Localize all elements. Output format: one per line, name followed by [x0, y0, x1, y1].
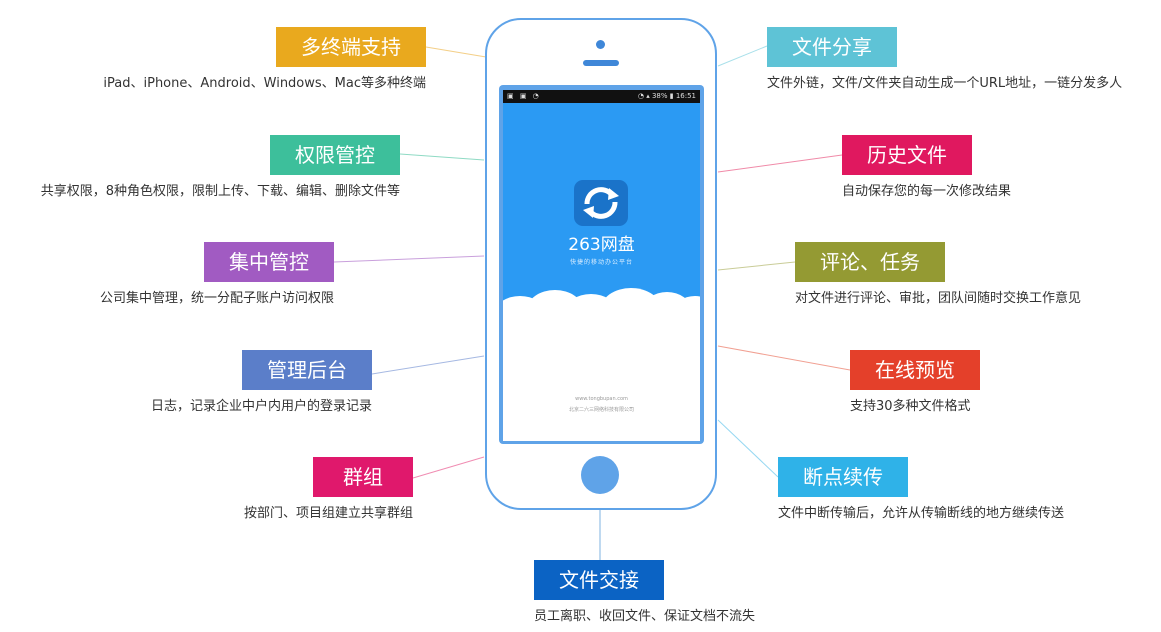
home-button	[581, 456, 619, 494]
connector-line	[425, 46, 487, 58]
feature-desc-multi-terminal: iPad、iPhone、Android、Windows、Mac等多种终端	[103, 76, 426, 91]
sync-arrows-icon	[574, 180, 628, 226]
connector-line	[717, 261, 796, 271]
feature-desc-central-control: 公司集中管理，统一分配子账户访问权限	[99, 291, 334, 306]
cloud-fill	[503, 312, 700, 441]
feature-label-online-preview: 在线预览	[850, 350, 980, 390]
phone-speaker	[583, 60, 619, 66]
connector-line	[399, 153, 485, 161]
app-url: www.tongbupan.com	[575, 396, 628, 402]
connector-line	[717, 45, 768, 67]
feature-label-groups: 群组	[313, 457, 413, 497]
feature-label-file-sharing: 文件分享	[767, 27, 897, 67]
status-battery-time: ◔ ▴ 38% ▮ 16:51	[637, 92, 696, 100]
feature-desc-file-handover: 员工离职、收回文件、保证文档不流失	[534, 609, 756, 624]
feature-desc-history-files: 自动保存您的每一次修改结果	[842, 184, 1012, 199]
connector-line	[412, 456, 485, 479]
feature-label-admin-backend: 管理后台	[242, 350, 372, 390]
connector-line	[717, 345, 851, 371]
feature-desc-comments-tasks: 对文件进行评论、审批，团队间随时交换工作意见	[795, 291, 1082, 306]
status-notification-icons: ▣ ▣ ◔	[507, 92, 541, 100]
connector-line	[717, 154, 843, 173]
status-bar: ▣ ▣ ◔ ◔ ▴ 38% ▮ 16:51	[503, 90, 700, 103]
feature-label-comments-tasks: 评论、任务	[795, 242, 945, 282]
feature-label-central-control: 集中管控	[204, 242, 334, 282]
connector-line	[371, 355, 485, 375]
feature-desc-resume-transfer: 文件中断传输后，允许从传输断线的地方继续传送	[778, 506, 1065, 521]
camera-dot	[596, 40, 605, 49]
feature-desc-online-preview: 支持30多种文件格式	[850, 399, 971, 414]
feature-desc-admin-backend: 日志，记录企业中户内用户的登录记录	[150, 399, 372, 414]
connector-line	[717, 419, 779, 478]
feature-label-history-files: 历史文件	[842, 135, 972, 175]
connector-line	[333, 255, 485, 263]
feature-desc-permission-control: 共享权限，8种角色权限，限制上传、下载、编辑、删除文件等	[40, 184, 400, 199]
app-company: 北京二六三网络科技有限公司	[568, 407, 634, 413]
app-tagline: 快捷的移动办公平台	[569, 259, 633, 266]
feature-label-multi-terminal: 多终端支持	[276, 27, 426, 67]
feature-desc-file-sharing: 文件外链，文件/文件夹自动生成一个URL地址，一链分发多人	[767, 76, 1123, 91]
app-name: 263网盘	[568, 235, 635, 255]
feature-label-resume-transfer: 断点续传	[778, 457, 908, 497]
feature-label-file-handover: 文件交接	[534, 560, 664, 600]
feature-label-permission-control: 权限管控	[270, 135, 400, 175]
feature-desc-groups: 按部门、项目组建立共享群组	[243, 506, 413, 521]
phone-screen: ▣ ▣ ◔ ◔ ▴ 38% ▮ 16:51 263网盘 快捷的移动办公平台 ww…	[503, 90, 700, 441]
